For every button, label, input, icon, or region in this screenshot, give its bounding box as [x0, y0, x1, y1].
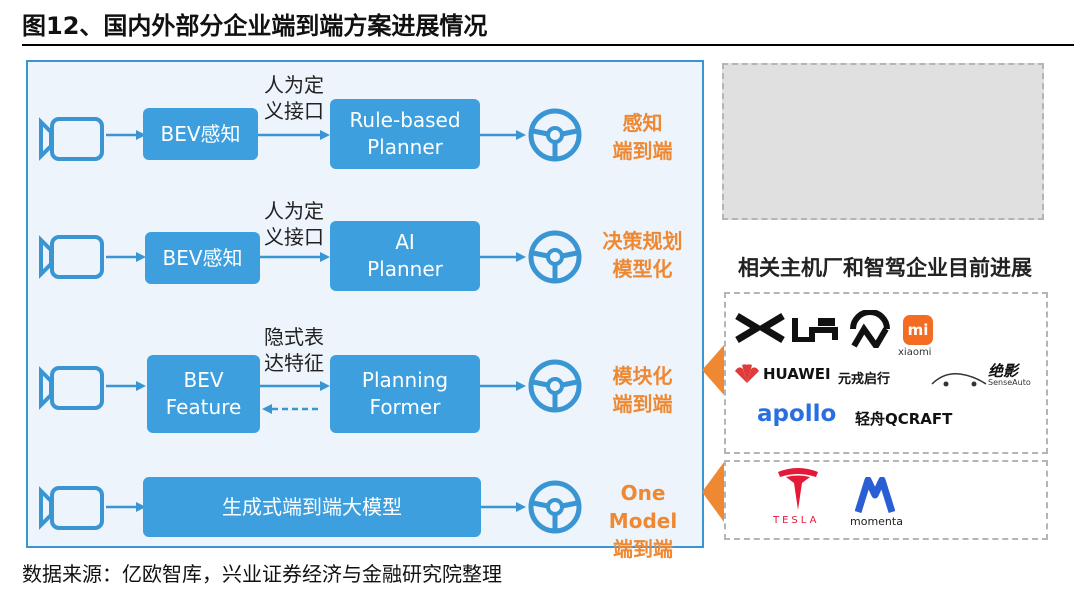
senseauto-en-label: SenseAuto — [988, 378, 1031, 387]
qcraft-logo: 轻舟QCRAFT — [855, 410, 953, 428]
progress-panel-title: 相关主机厂和智驾企业目前进展 — [738, 256, 1032, 280]
steering-wheel-icon — [528, 108, 582, 162]
tesla-logo — [778, 468, 818, 510]
camera-icon — [39, 235, 104, 279]
tesla-wordmark: TESLA — [773, 515, 820, 526]
bev-feature-box: BEV Feature — [147, 355, 260, 433]
interface-label: 隐式表 达特征 — [264, 325, 324, 375]
camera-icon — [39, 366, 104, 410]
one-model-companies-box — [724, 460, 1048, 540]
figure-title: 图12、国内外部分企业端到端方案进展情况 — [22, 12, 488, 40]
huawei-logo: HUAWEI — [763, 365, 831, 383]
interface-label: 人为定 义接口 — [264, 73, 324, 123]
output-label: One Model 端到端 — [608, 481, 678, 561]
senseauto-car-icon — [931, 372, 987, 387]
planning-former-box: Planning Former — [330, 355, 480, 433]
arrow-right — [480, 381, 526, 391]
orange-pointer-arrow — [702, 462, 724, 522]
xpeng-logo — [735, 313, 785, 343]
steering-wheel-icon — [528, 480, 582, 534]
arrow-right — [481, 502, 526, 512]
output-label: 感知 端到端 — [612, 111, 673, 163]
planner-box: Rule-based Planner — [330, 99, 480, 169]
output-label: 决策规划 模型化 — [602, 229, 683, 281]
senseauto-logo: 绝影 — [988, 362, 1019, 380]
xiaomi-label: xiaomi — [898, 347, 932, 358]
arrow-right — [260, 252, 330, 262]
bev-perception-box: BEV感知 — [145, 232, 260, 284]
arrow-right — [260, 381, 330, 391]
apollo-logo: apollo — [757, 401, 837, 427]
camera-icon — [39, 117, 104, 161]
arrow-right — [480, 130, 526, 140]
momenta-logo — [855, 477, 895, 513]
title-divider — [22, 44, 1074, 46]
image-placeholder — [722, 63, 1044, 220]
orange-pointer-arrow — [702, 345, 724, 395]
bev-perception-box: BEV感知 — [143, 108, 258, 160]
nio-logo — [850, 310, 890, 348]
arrow-right — [106, 502, 146, 512]
steering-wheel-icon — [528, 359, 582, 413]
output-label: 模块化 端到端 — [612, 364, 673, 416]
xiaomi-logo: mi — [903, 315, 933, 345]
momenta-wordmark: momenta — [850, 515, 903, 528]
arrow-right — [106, 130, 146, 140]
li-auto-logo — [792, 318, 838, 342]
arrow-right — [258, 130, 330, 140]
arrow-right — [480, 252, 526, 262]
steering-wheel-icon — [528, 230, 582, 284]
generative-e2e-model-box: 生成式端到端大模型 — [143, 477, 481, 537]
interface-label: 人为定 义接口 — [264, 199, 324, 249]
yuanrong-logo: 元戎启行 — [838, 372, 891, 387]
arrow-right — [106, 381, 146, 391]
planner-box: AI Planner — [330, 221, 480, 291]
dashed-feedback-arrow — [262, 404, 322, 414]
source-note: 数据来源：亿欧智库，兴业证券经济与金融研究院整理 — [22, 562, 502, 586]
camera-icon — [39, 486, 104, 530]
huawei-flower-icon — [735, 364, 759, 383]
arrow-right — [106, 252, 146, 262]
